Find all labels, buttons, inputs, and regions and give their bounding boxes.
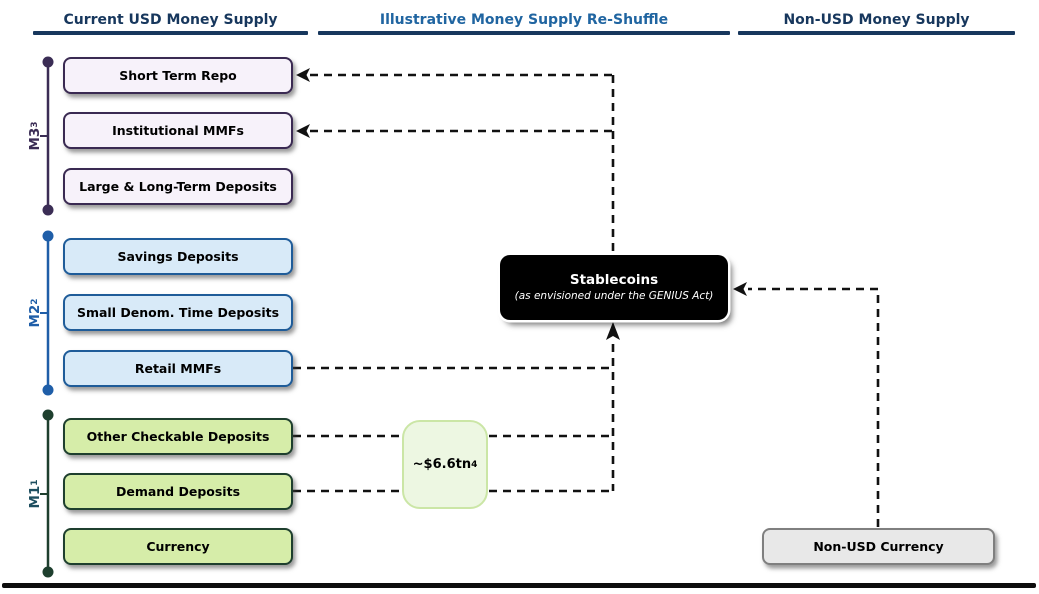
m2-bracket xyxy=(40,230,54,396)
header-underline-right xyxy=(738,31,1015,35)
bottom-divider xyxy=(2,583,1036,588)
header-money-supply-reshuffle: Illustrative Money Supply Re-Shuffle xyxy=(318,9,730,31)
box-label: Short Term Repo xyxy=(119,68,237,83)
header-label: Illustrative Money Supply Re-Shuffle xyxy=(379,12,669,28)
box-currency: Currency xyxy=(63,528,293,565)
box-label: Savings Deposits xyxy=(117,249,239,264)
box-label: Large & Long-Term Deposits xyxy=(79,179,277,194)
amount-value: ~$6.6tn xyxy=(412,457,472,472)
header-label: Non-USD Money Supply xyxy=(783,12,970,28)
m1-bracket xyxy=(40,409,54,578)
box-label: Retail MMFs xyxy=(134,361,222,376)
stablecoins-title: Stablecoins xyxy=(569,272,659,288)
arrowhead-institutional-mmfs xyxy=(296,124,310,138)
header-underline-middle xyxy=(318,31,730,35)
m3-bracket xyxy=(40,56,54,216)
box-small-denom-time-deposits: Small Denom. Time Deposits xyxy=(63,294,293,331)
box-savings-deposits: Savings Deposits xyxy=(63,238,293,275)
box-large-long-term-deposits: Large & Long-Term Deposits xyxy=(63,168,293,205)
header-underline-left xyxy=(33,31,308,35)
box-demand-deposits: Demand Deposits xyxy=(63,473,293,510)
arrowhead-into-stablecoins-bottom xyxy=(606,322,620,340)
box-label: Small Denom. Time Deposits xyxy=(76,305,280,320)
header-non-usd-money-supply: Non-USD Money Supply xyxy=(738,9,1015,31)
box-short-term-repo: Short Term Repo xyxy=(63,57,293,94)
stablecoins-subtitle: (as envisioned under the GENIUS Act) xyxy=(514,290,714,302)
box-label: Currency xyxy=(146,539,210,554)
box-non-usd-currency: Non-USD Currency xyxy=(762,528,995,565)
box-label: Other Checkable Deposits xyxy=(86,429,270,444)
arrowheads xyxy=(296,68,747,340)
box-label: Institutional MMFs xyxy=(112,123,244,138)
group-label-text: M2 xyxy=(27,304,43,328)
box-other-checkable-deposits: Other Checkable Deposits xyxy=(63,418,293,455)
box-retail-mmfs: Retail MMFs xyxy=(63,350,293,387)
box-institutional-mmfs: Institutional MMFs xyxy=(63,112,293,149)
box-label: Non-USD Currency xyxy=(813,539,944,554)
header-label: Current USD Money Supply xyxy=(63,12,278,28)
group-label-text: M3 xyxy=(27,127,43,151)
connector-from-non-usd-currency xyxy=(748,287,880,527)
group-label-text: M1 xyxy=(27,485,43,509)
box-label: Demand Deposits xyxy=(115,484,241,499)
header-current-usd-money-supply: Current USD Money Supply xyxy=(33,9,308,31)
arrowhead-into-stablecoins-right xyxy=(733,282,747,296)
box-stablecoins: Stablecoins (as envisioned under the GEN… xyxy=(500,255,728,320)
arrowhead-short-term-repo xyxy=(296,68,310,82)
